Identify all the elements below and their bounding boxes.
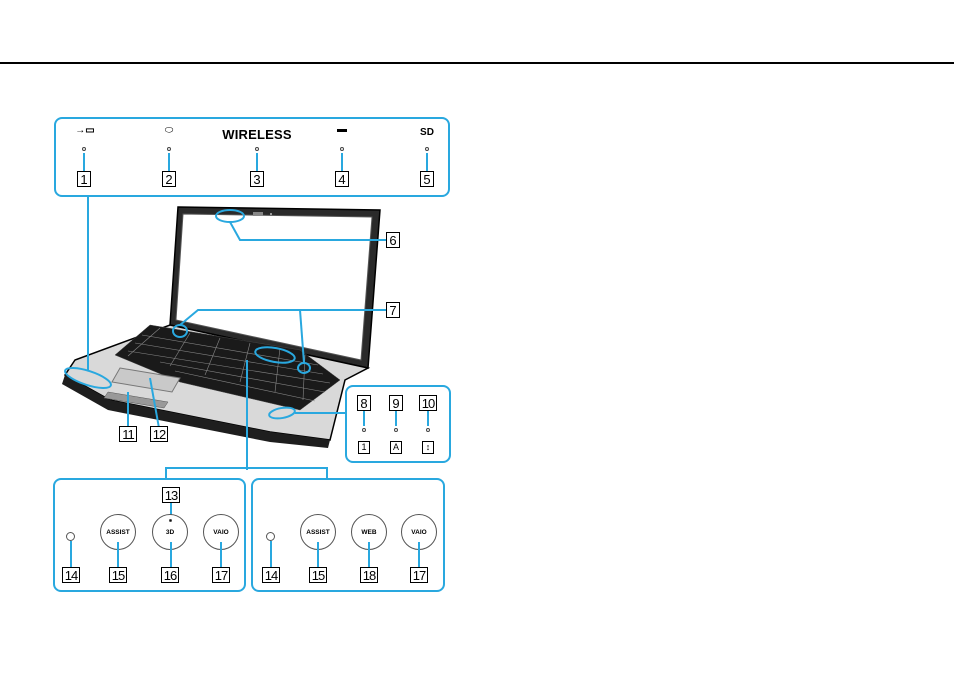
- callout-8: 8: [357, 395, 371, 411]
- callout-12: 12: [150, 426, 168, 442]
- callout-6: 6: [386, 232, 400, 248]
- microphone-icon: [66, 532, 75, 541]
- callout-7: 7: [386, 302, 400, 318]
- callout-15: 15: [309, 567, 327, 583]
- callout-14: 14: [62, 567, 80, 583]
- callout-9: 9: [389, 395, 403, 411]
- callout-16: 16: [161, 567, 179, 583]
- callout-14: 14: [262, 567, 280, 583]
- callout-10: 10: [419, 395, 437, 411]
- callout-11: 11: [119, 426, 137, 442]
- scroll-lock-icon: ↕: [422, 441, 434, 454]
- microphone-icon: [266, 532, 275, 541]
- callout-13: 13: [162, 487, 180, 503]
- callout-17: 17: [410, 567, 428, 583]
- caps-lock-led: [394, 428, 398, 432]
- callout-17: 17: [212, 567, 230, 583]
- caps-lock-icon: A: [390, 441, 402, 454]
- num-lock-icon: 1: [358, 441, 370, 454]
- num-lock-led: [362, 428, 366, 432]
- 3d-led: [169, 519, 172, 522]
- callout-18: 18: [360, 567, 378, 583]
- scroll-lock-led: [426, 428, 430, 432]
- callout-15: 15: [109, 567, 127, 583]
